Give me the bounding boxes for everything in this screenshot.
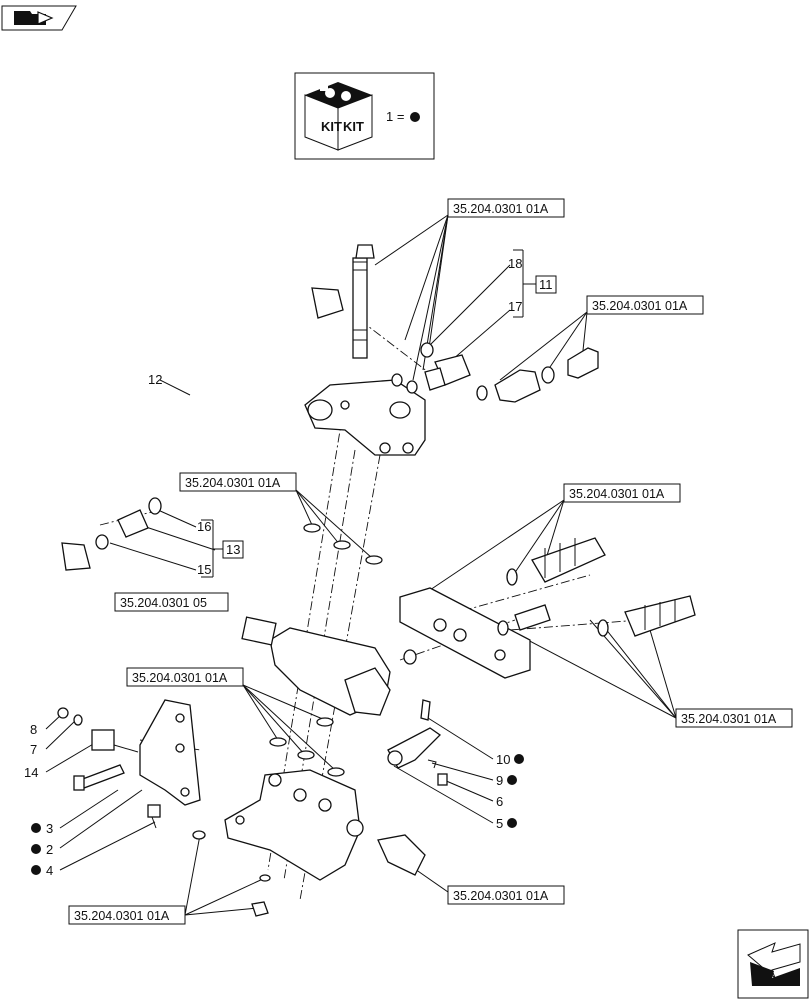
next-page-arrow-icon[interactable] — [737, 929, 809, 999]
part-number-16[interactable]: 16 — [197, 519, 211, 534]
part-number-14[interactable]: 14 — [24, 765, 38, 780]
kit-dot-icon — [31, 823, 41, 833]
part-number-15[interactable]: 15 — [197, 562, 211, 577]
kit-dot-icon — [514, 754, 524, 764]
fitting-part-16[interactable] — [95, 497, 162, 550]
part-number-13-box[interactable]: 13 — [222, 540, 244, 559]
part-number-12[interactable]: 12 — [148, 372, 162, 387]
kit-legend: KIT KIT 1 = — [294, 72, 435, 160]
svg-text:11: 11 — [539, 277, 553, 292]
washer[interactable] — [259, 874, 271, 882]
svg-text:35.204.0301 01A: 35.204.0301 01A — [132, 671, 228, 685]
bracket-11 — [513, 249, 536, 318]
hydraulic-tube-part-12[interactable] — [35, 275, 344, 571]
washer[interactable] — [192, 830, 206, 840]
bushing-part-6[interactable] — [437, 773, 448, 786]
kit-text-left: KIT — [321, 119, 342, 134]
lower-o-rings[interactable] — [269, 717, 345, 777]
ref-label-lower-left[interactable]: 35.204.0301 01A — [126, 667, 244, 687]
o-ring-part-18[interactable] — [420, 342, 434, 358]
bracket-13 — [201, 519, 223, 578]
part-number-5[interactable]: 5 — [496, 816, 503, 831]
part-number-8[interactable]: 8 — [30, 722, 37, 737]
spool-cartridge-lower[interactable] — [497, 595, 696, 637]
screw-part-4[interactable] — [147, 804, 161, 829]
svg-text:35.204.0301 05: 35.204.0301 05 — [120, 596, 207, 610]
part-number-4[interactable]: 4 — [46, 863, 53, 878]
part-number-18[interactable]: 18 — [508, 256, 522, 271]
inlet-fitting[interactable] — [377, 834, 426, 876]
ref-label-mid-left[interactable]: 35.204.0301 01A — [179, 472, 297, 492]
spool-cartridge-mid[interactable] — [506, 537, 606, 586]
ref-label-fitting-bottom[interactable]: 35.204.0301 01A — [447, 885, 565, 905]
kit-dot-icon — [507, 775, 517, 785]
kit-dot-icon — [31, 844, 41, 854]
svg-text:13: 13 — [226, 542, 240, 557]
part-number-17[interactable]: 17 — [508, 299, 522, 314]
ref-label-right-lower[interactable]: 35.204.0301 01A — [675, 708, 793, 728]
part-number-2[interactable]: 2 — [46, 842, 53, 857]
ref-label-right-mid[interactable]: 35.204.0301 01A — [563, 483, 681, 503]
svg-text:35.204.0301 01A: 35.204.0301 01A — [453, 889, 549, 903]
part-number-11-box[interactable]: 11 — [535, 275, 557, 294]
fitting-part-17[interactable] — [424, 354, 471, 391]
valve-cover-block[interactable] — [304, 379, 426, 456]
inlet-section-body[interactable] — [224, 769, 364, 881]
svg-text:35.204.0301 01A: 35.204.0301 01A — [453, 202, 549, 216]
svg-text:35.204.0301 01A: 35.204.0301 01A — [569, 487, 665, 501]
ref-label-valve-body[interactable]: 35.204.0301 05 — [114, 592, 229, 612]
kit-dot-icon — [31, 865, 41, 875]
svg-text:35.204.0301 01A: 35.204.0301 01A — [74, 909, 170, 923]
part-number-10[interactable]: 10 — [496, 752, 510, 767]
pin-part-10[interactable] — [420, 699, 431, 721]
arrow-folder-icon[interactable] — [1, 5, 77, 31]
nut-part-8[interactable] — [57, 707, 69, 719]
ref-label-bottom-left[interactable]: 35.204.0301 01A — [68, 905, 186, 925]
bolt-part-3[interactable] — [73, 764, 125, 791]
clamp-part-14[interactable] — [91, 729, 139, 753]
ref-label-top[interactable]: 35.204.0301 01A — [447, 198, 565, 218]
washer[interactable] — [391, 373, 403, 387]
section-o-rings[interactable] — [303, 523, 383, 565]
part-number-3[interactable]: 3 — [46, 821, 53, 836]
svg-text:35.204.0301 01A: 35.204.0301 01A — [592, 299, 688, 313]
kit-text-right: KIT — [343, 119, 364, 134]
ref-label-right-upper[interactable]: 35.204.0301 01A — [586, 295, 704, 315]
washer[interactable] — [406, 380, 418, 394]
clip-part-9[interactable] — [427, 759, 437, 769]
part-number-9[interactable]: 9 — [496, 773, 503, 788]
washer-part-7[interactable] — [73, 714, 83, 726]
valve-section-body[interactable] — [241, 616, 417, 716]
svg-text:35.204.0301 01A: 35.204.0301 01A — [185, 476, 281, 490]
spool-housing[interactable] — [399, 587, 531, 679]
kit-dot-icon — [410, 112, 420, 122]
cartridge-upper[interactable] — [476, 347, 599, 403]
part-number-6[interactable]: 6 — [496, 794, 503, 809]
nut[interactable] — [251, 901, 269, 917]
kit-box-icon: KIT KIT — [304, 82, 373, 151]
kit-equation: 1 = — [386, 109, 404, 124]
kit-dot-icon — [507, 818, 517, 828]
lever-part-5[interactable] — [387, 727, 442, 769]
part-number-7[interactable]: 7 — [30, 742, 37, 757]
svg-text:35.204.0301 01A: 35.204.0301 01A — [681, 712, 777, 726]
mounting-bracket-part-2[interactable] — [139, 699, 201, 806]
tie-rod[interactable] — [352, 244, 375, 359]
